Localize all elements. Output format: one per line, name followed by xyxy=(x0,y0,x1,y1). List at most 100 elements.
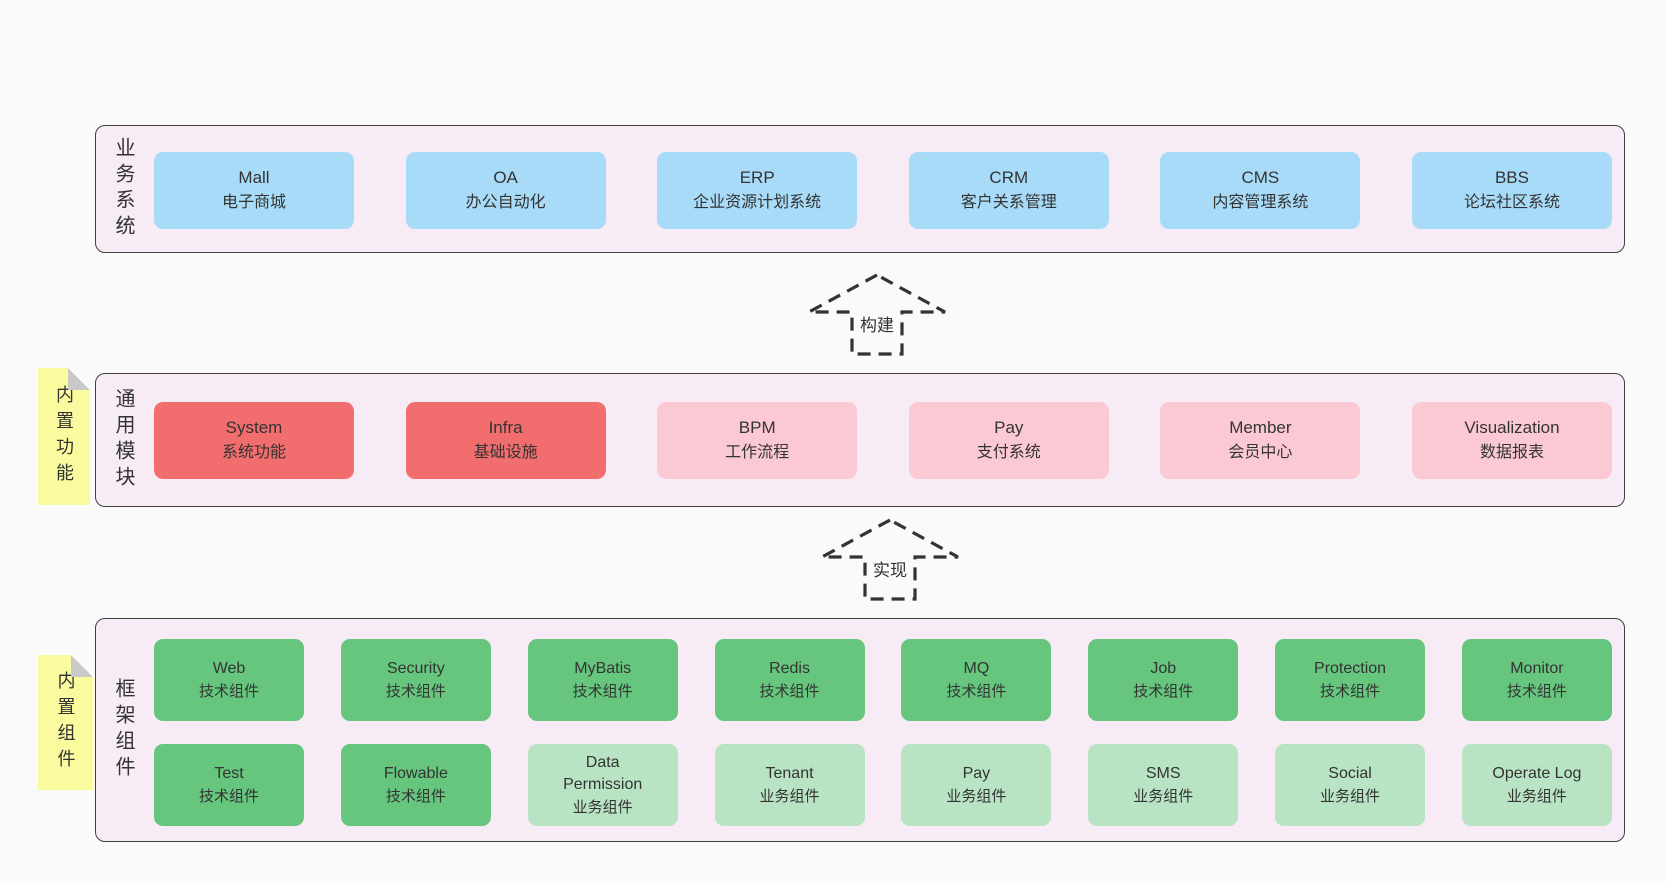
card-redis-desc: 技术组件 xyxy=(759,683,820,701)
build-arrow-label: 构建 xyxy=(855,310,899,337)
card-infra-name: Infra xyxy=(488,418,523,438)
card-pay-biz-desc: 业务组件 xyxy=(946,788,1007,806)
card-flowable: Flowable 技术组件 xyxy=(340,744,491,826)
card-visualization-desc: 数据报表 xyxy=(1479,444,1544,462)
implement-arrow-label: 实现 xyxy=(868,555,912,582)
common-modules-band-label: 通用模块 xyxy=(112,388,134,492)
build-arrow: 构建 xyxy=(805,273,949,357)
card-operate-log-name: Operate Log xyxy=(1492,764,1582,782)
business-systems-band-label: 业务系统 xyxy=(112,137,134,241)
built-in-features-label: 内置功能 xyxy=(54,384,74,489)
card-tenant: Tenant 业务组件 xyxy=(714,744,865,826)
card-tenant-name: Tenant xyxy=(765,764,814,782)
business-systems-band: 业务系统 Mall 电子商城 OA 办公自动化 ERP 企业资源计划系统 CRM… xyxy=(95,125,1625,253)
card-mybatis: MyBatis 技术组件 xyxy=(527,639,678,721)
card-test-desc: 技术组件 xyxy=(198,788,259,806)
card-social: Social 业务组件 xyxy=(1275,744,1426,826)
card-protection: Protection 技术组件 xyxy=(1275,639,1426,721)
card-mq-desc: 技术组件 xyxy=(946,683,1007,701)
card-crm-name: CRM xyxy=(989,168,1029,188)
card-mall: Mall 电子商城 xyxy=(154,152,354,229)
card-web-name: Web xyxy=(212,659,246,677)
card-member-desc: 会员中心 xyxy=(1228,444,1293,462)
card-social-desc: 业务组件 xyxy=(1320,788,1381,806)
card-data-permission-desc: 业务组件 xyxy=(572,799,633,817)
card-bpm-desc: 工作流程 xyxy=(725,444,790,462)
card-system-name: System xyxy=(225,418,283,438)
card-sms-desc: 业务组件 xyxy=(1133,788,1194,806)
card-flowable-desc: 技术组件 xyxy=(385,788,446,806)
card-visualization: Visualization 数据报表 xyxy=(1411,402,1612,479)
card-bbs-desc: 论坛社区系统 xyxy=(1463,194,1560,212)
card-sms-name: SMS xyxy=(1145,764,1181,782)
folded-corner-icon xyxy=(71,655,93,677)
card-erp-desc: 企业资源计划系统 xyxy=(693,194,822,212)
card-system-desc: 系统功能 xyxy=(221,444,286,462)
card-monitor-desc: 技术组件 xyxy=(1506,683,1567,701)
card-protection-desc: 技术组件 xyxy=(1320,683,1381,701)
built-in-features-sticky-note: 内置功能 xyxy=(38,368,90,505)
card-pay-desc: 支付系统 xyxy=(976,444,1041,462)
card-infra-desc: 基础设施 xyxy=(473,444,538,462)
card-infra: Infra 基础设施 xyxy=(405,402,606,479)
card-oa: OA 办公自动化 xyxy=(405,152,606,229)
card-crm: CRM 客户关系管理 xyxy=(908,152,1109,229)
card-operate-log: Operate Log 业务组件 xyxy=(1461,744,1612,826)
card-bpm: BPM 工作流程 xyxy=(657,402,858,479)
common-modules-band: 通用模块 System 系统功能 Infra 基础设施 BPM 工作流程 Pay… xyxy=(95,373,1625,507)
card-data-permission-name: Data Permission xyxy=(563,753,643,793)
card-pay-biz-name: Pay xyxy=(962,764,991,782)
card-crm-desc: 客户关系管理 xyxy=(960,194,1057,212)
card-mall-desc: 电子商城 xyxy=(221,194,286,212)
card-operate-log-desc: 业务组件 xyxy=(1506,788,1567,806)
card-web: Web 技术组件 xyxy=(154,639,304,721)
card-data-permission: Data Permission 业务组件 xyxy=(527,744,678,826)
card-social-name: Social xyxy=(1328,764,1372,782)
card-test: Test 技术组件 xyxy=(154,744,304,826)
card-pay-name: Pay xyxy=(994,418,1024,438)
card-bpm-name: BPM xyxy=(738,418,776,438)
card-cms-name: CMS xyxy=(1241,168,1280,188)
card-monitor: Monitor 技术组件 xyxy=(1461,639,1612,721)
card-monitor-name: Monitor xyxy=(1510,659,1564,677)
card-job-desc: 技术组件 xyxy=(1133,683,1194,701)
card-redis-name: Redis xyxy=(769,659,810,677)
card-test-name: Test xyxy=(214,764,244,782)
card-protection-name: Protection xyxy=(1314,659,1387,677)
card-web-desc: 技术组件 xyxy=(198,683,259,701)
card-sms: SMS 业务组件 xyxy=(1088,744,1239,826)
folded-corner-icon xyxy=(68,368,90,390)
framework-components-band: 框架组件 Web 技术组件 Security 技术组件 MyBatis 技术组件… xyxy=(95,618,1625,842)
card-security-name: Security xyxy=(386,659,445,677)
framework-components-band-label: 框架组件 xyxy=(112,678,134,782)
card-member: Member 会员中心 xyxy=(1160,402,1361,479)
implement-arrow: 实现 xyxy=(818,518,962,602)
card-flowable-name: Flowable xyxy=(383,764,448,782)
card-mybatis-desc: 技术组件 xyxy=(572,683,633,701)
card-pay: Pay 支付系统 xyxy=(908,402,1109,479)
up-arrow-icon xyxy=(808,273,946,356)
card-mq-name: MQ xyxy=(963,659,990,677)
card-cms: CMS 内容管理系统 xyxy=(1160,152,1361,229)
card-mq: MQ 技术组件 xyxy=(901,639,1052,721)
card-redis: Redis 技术组件 xyxy=(714,639,865,721)
card-bbs: BBS 论坛社区系统 xyxy=(1411,152,1612,229)
card-tenant-desc: 业务组件 xyxy=(759,788,820,806)
card-system: System 系统功能 xyxy=(154,402,354,479)
card-job-name: Job xyxy=(1150,659,1177,677)
card-security-desc: 技术组件 xyxy=(385,683,446,701)
card-visualization-name: Visualization xyxy=(1464,418,1560,438)
built-in-components-label: 内置组件 xyxy=(55,670,76,775)
card-job: Job 技术组件 xyxy=(1088,639,1239,721)
card-erp-name: ERP xyxy=(739,168,775,188)
card-mall-name: Mall xyxy=(238,168,270,188)
card-cms-desc: 内容管理系统 xyxy=(1212,194,1309,212)
card-erp: ERP 企业资源计划系统 xyxy=(657,152,858,229)
card-mybatis-name: MyBatis xyxy=(574,659,632,677)
card-oa-desc: 办公自动化 xyxy=(465,194,546,212)
card-oa-name: OA xyxy=(493,168,518,188)
card-pay-biz: Pay 业务组件 xyxy=(901,744,1052,826)
built-in-components-sticky-note: 内置组件 xyxy=(38,655,93,790)
card-member-name: Member xyxy=(1229,418,1292,438)
